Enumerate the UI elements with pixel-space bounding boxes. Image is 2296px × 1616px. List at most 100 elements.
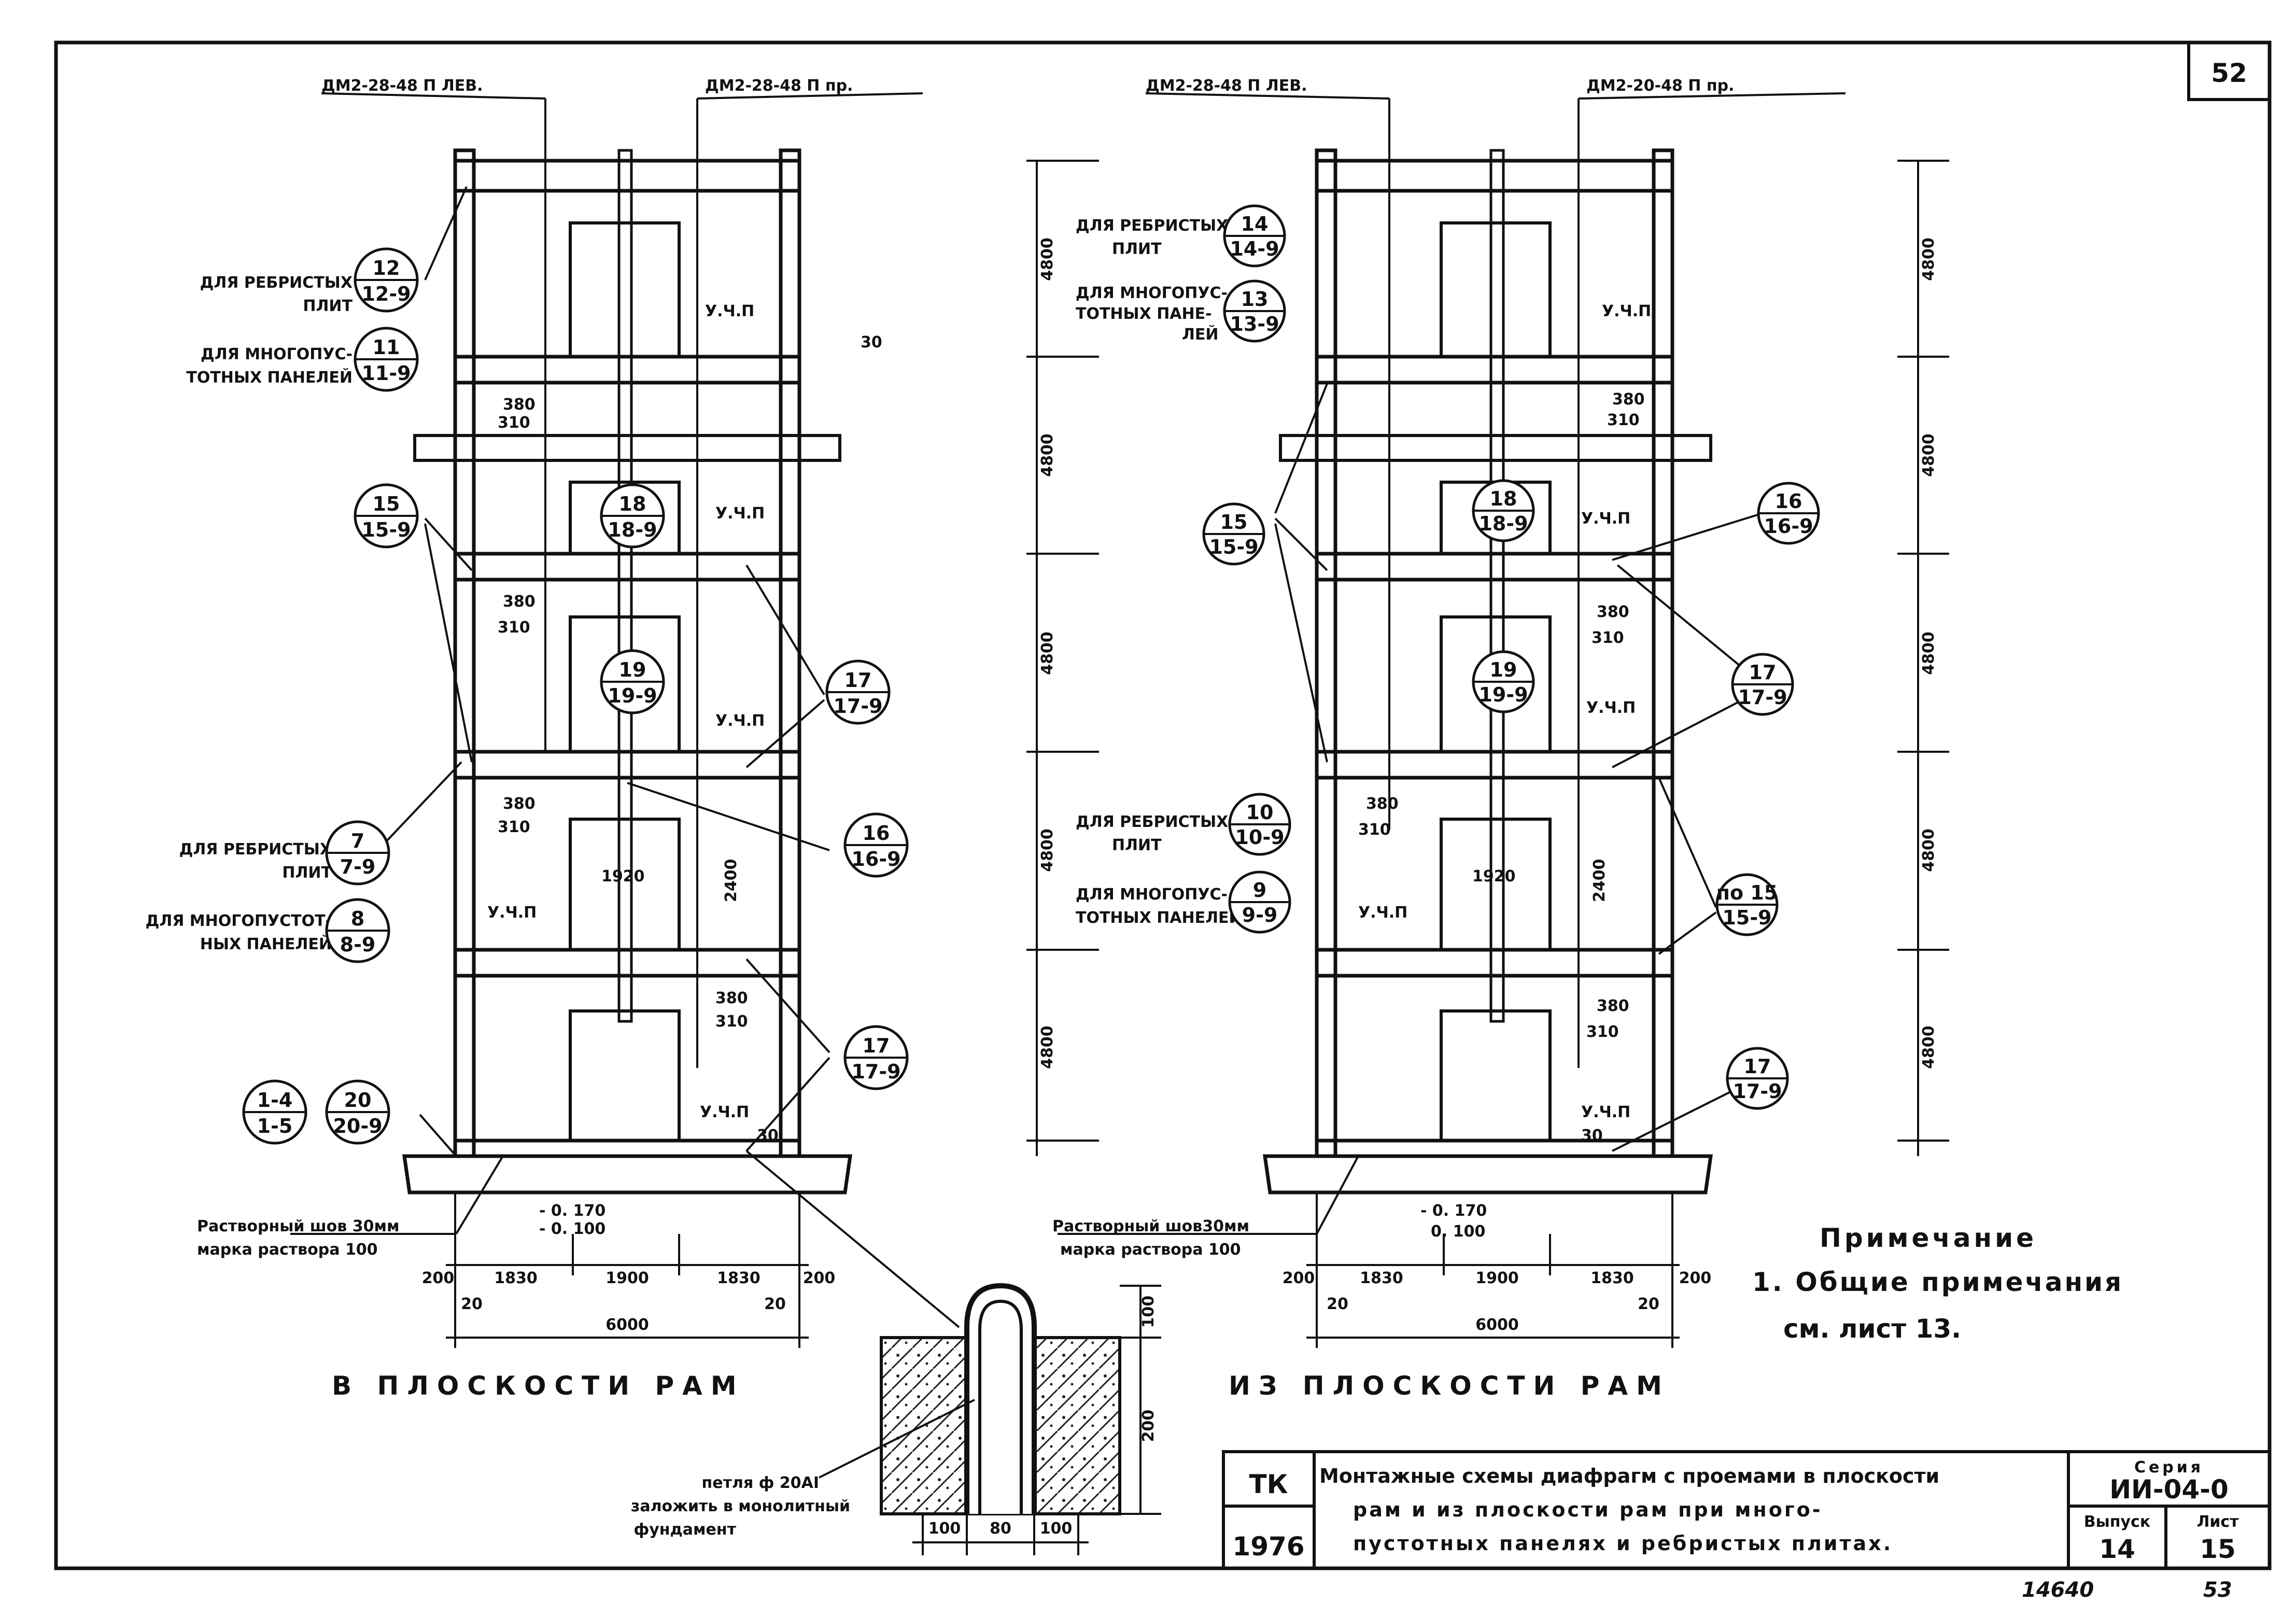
left-mortar-1: Растворный шов 30мм	[197, 1217, 399, 1235]
dim-310-d: 310	[715, 1013, 748, 1031]
height-1: 4800	[1038, 237, 1057, 281]
right-bottom-dims: 200 1830 1900 1830 200 20 20 6000 - 0. 1…	[1283, 1202, 1712, 1334]
title-block	[1222, 1450, 2271, 1570]
bubble-17b-9: 17-9	[851, 1060, 900, 1083]
bubble-20-9: 20-9	[333, 1115, 382, 1137]
dim-6000: 6000	[605, 1316, 649, 1334]
left-note-ribbed-12: ДЛЯ РЕБРИСТЫХ	[200, 274, 353, 292]
bubble-18-9: 18-9	[608, 518, 657, 541]
bubble-1-4: 1-4	[257, 1089, 293, 1112]
r-dim-380-c: 380	[1366, 795, 1399, 813]
title-line-3: пустотных панелях и ребристых плитах.	[1353, 1532, 1893, 1555]
r-level-100: 0. 100	[1431, 1222, 1485, 1241]
r-dim-1830-l: 1830	[1360, 1269, 1403, 1287]
dim-380-c: 380	[503, 795, 536, 813]
r-dim-200-r: 200	[1679, 1269, 1712, 1287]
archive-number: 14640	[2022, 1578, 2094, 1602]
right-bubble-dividers	[1204, 235, 1819, 1079]
height-5: 4800	[1038, 1025, 1057, 1069]
bubble-17a: 17	[844, 669, 872, 692]
left-leader-lines	[290, 92, 1099, 1348]
dim-20-r: 20	[764, 1295, 786, 1313]
right-note-ribbed-10: ДЛЯ РЕБРИСТЫХ	[1076, 813, 1228, 831]
right-note-ribbed-14-b: ПЛИТ	[1112, 240, 1162, 258]
note-title: Примечание	[1820, 1223, 2037, 1253]
height-4: 4800	[1038, 828, 1057, 872]
rbubble-po15: по 15	[1716, 881, 1778, 904]
bubble-18: 18	[619, 493, 646, 515]
bubble-7-9: 7-9	[340, 855, 376, 878]
dim-380-d: 380	[715, 989, 748, 1007]
r-dim-20-r: 20	[1638, 1295, 1659, 1313]
bubble-11-9: 11-9	[361, 362, 411, 385]
uchp-5: У.Ч.П	[700, 1103, 749, 1121]
left-note-hollow-11-b: ТОТНЫХ ПАНЕЛЕЙ	[186, 368, 353, 387]
right-frame-diagram	[1058, 92, 1949, 1348]
left-column-left	[453, 148, 476, 1158]
title-year: 1976	[1232, 1531, 1304, 1562]
issue-value: 14	[2099, 1534, 2135, 1564]
dim-1900: 1900	[605, 1269, 649, 1287]
left-col-label-right: ДМ2-28-48 П пр.	[705, 77, 853, 95]
bubble-20: 20	[344, 1089, 372, 1112]
r-dim-310-b: 310	[1591, 629, 1624, 647]
r-uchp-1: У.Ч.П	[1602, 302, 1651, 320]
right-bubble-texts: 14 14-9 13 13-9 15 15-9 18 18-9 16 16-9 …	[1209, 213, 1813, 1103]
title-line-2: рам и из плоскости рам при много-	[1353, 1498, 1823, 1521]
r-dim-380-b: 380	[1597, 603, 1629, 621]
bubble-12: 12	[373, 257, 400, 279]
height-3: 4800	[1038, 631, 1057, 675]
bubble-1-5: 1-5	[257, 1115, 293, 1137]
detail-loop-1: петля ф 20АI	[702, 1474, 819, 1492]
left-note-hollow-8: ДЛЯ МНОГОПУСТОТ-	[146, 912, 332, 930]
r-dim-20-l: 20	[1327, 1295, 1348, 1313]
r-uchp-4: У.Ч.П	[1358, 904, 1407, 922]
dim-opening-h: 2400	[722, 859, 740, 903]
rbubble-17a-9: 17-9	[1738, 686, 1787, 709]
series-value: ИИ-04-0	[2109, 1474, 2229, 1505]
r-uchp-2: У.Ч.П	[1581, 510, 1630, 528]
right-note-ribbed-14: ДЛЯ РЕБРИСТЫХ	[1076, 217, 1228, 235]
dim-380-b: 380	[503, 593, 536, 611]
title-line-1: Монтажные схемы диафрагм с проемами в пл…	[1319, 1465, 1939, 1487]
right-note-hollow-13-c: ЛЕЙ	[1182, 325, 1219, 344]
uchp-1: У.Ч.П	[705, 302, 754, 320]
right-caption: ИЗ ПЛОСКОСТИ РАМ	[1229, 1371, 1670, 1401]
bubble-17a-9: 17-9	[833, 695, 882, 718]
right-note-hollow-9-b: ТОТНЫХ ПАНЕЛЕЙ	[1076, 908, 1242, 927]
r-dim-1900: 1900	[1475, 1269, 1519, 1287]
dim-310-c: 310	[498, 818, 530, 836]
left-column-mid	[617, 149, 633, 1023]
rbubble-19: 19	[1490, 658, 1517, 681]
detail-dim-100-r: 100	[1040, 1520, 1073, 1538]
rbubble-18-9: 18-9	[1478, 512, 1528, 535]
left-break-band	[413, 434, 841, 462]
left-bottom-dims: 200 1830 1900 1830 200 20 20 6000 - 0. 1…	[422, 1202, 836, 1334]
right-mortar-2: марка раствора 100	[1060, 1241, 1241, 1259]
loop-detail	[819, 1283, 1161, 1555]
bubble-17b: 17	[863, 1034, 890, 1057]
dim-380-a: 380	[503, 396, 536, 414]
r-dim-opening-w: 1920	[1472, 867, 1516, 886]
r-height-1: 4800	[1920, 237, 1938, 281]
left-floor-beams	[453, 159, 801, 1158]
bubble-19: 19	[619, 658, 646, 681]
rbubble-10-9: 10-9	[1235, 826, 1284, 849]
dim-1830-l: 1830	[494, 1269, 538, 1287]
r-dim-1830-r: 1830	[1590, 1269, 1634, 1287]
right-note-hollow-9: ДЛЯ МНОГОПУС-	[1076, 886, 1228, 904]
left-frame-diagram	[290, 92, 1099, 1348]
r-uchp-5: У.Ч.П	[1581, 1103, 1630, 1121]
rbubble-po15-9: 15-9	[1722, 906, 1771, 929]
level-170: - 0. 170	[539, 1202, 605, 1220]
r-dim-310-a: 310	[1607, 411, 1640, 429]
left-note-hollow-8-b: НЫХ ПАНЕЛЕЙ	[200, 935, 332, 953]
right-bubbles	[1202, 204, 1820, 1110]
bubble-11: 11	[373, 336, 400, 359]
r-height-3: 4800	[1920, 631, 1938, 675]
series-label: Серия	[2134, 1458, 2204, 1477]
rbubble-16: 16	[1775, 490, 1802, 513]
right-col-label-right: ДМ2-20-48 П пр.	[1586, 77, 1734, 95]
page-bottom-number: 53	[2203, 1578, 2232, 1602]
